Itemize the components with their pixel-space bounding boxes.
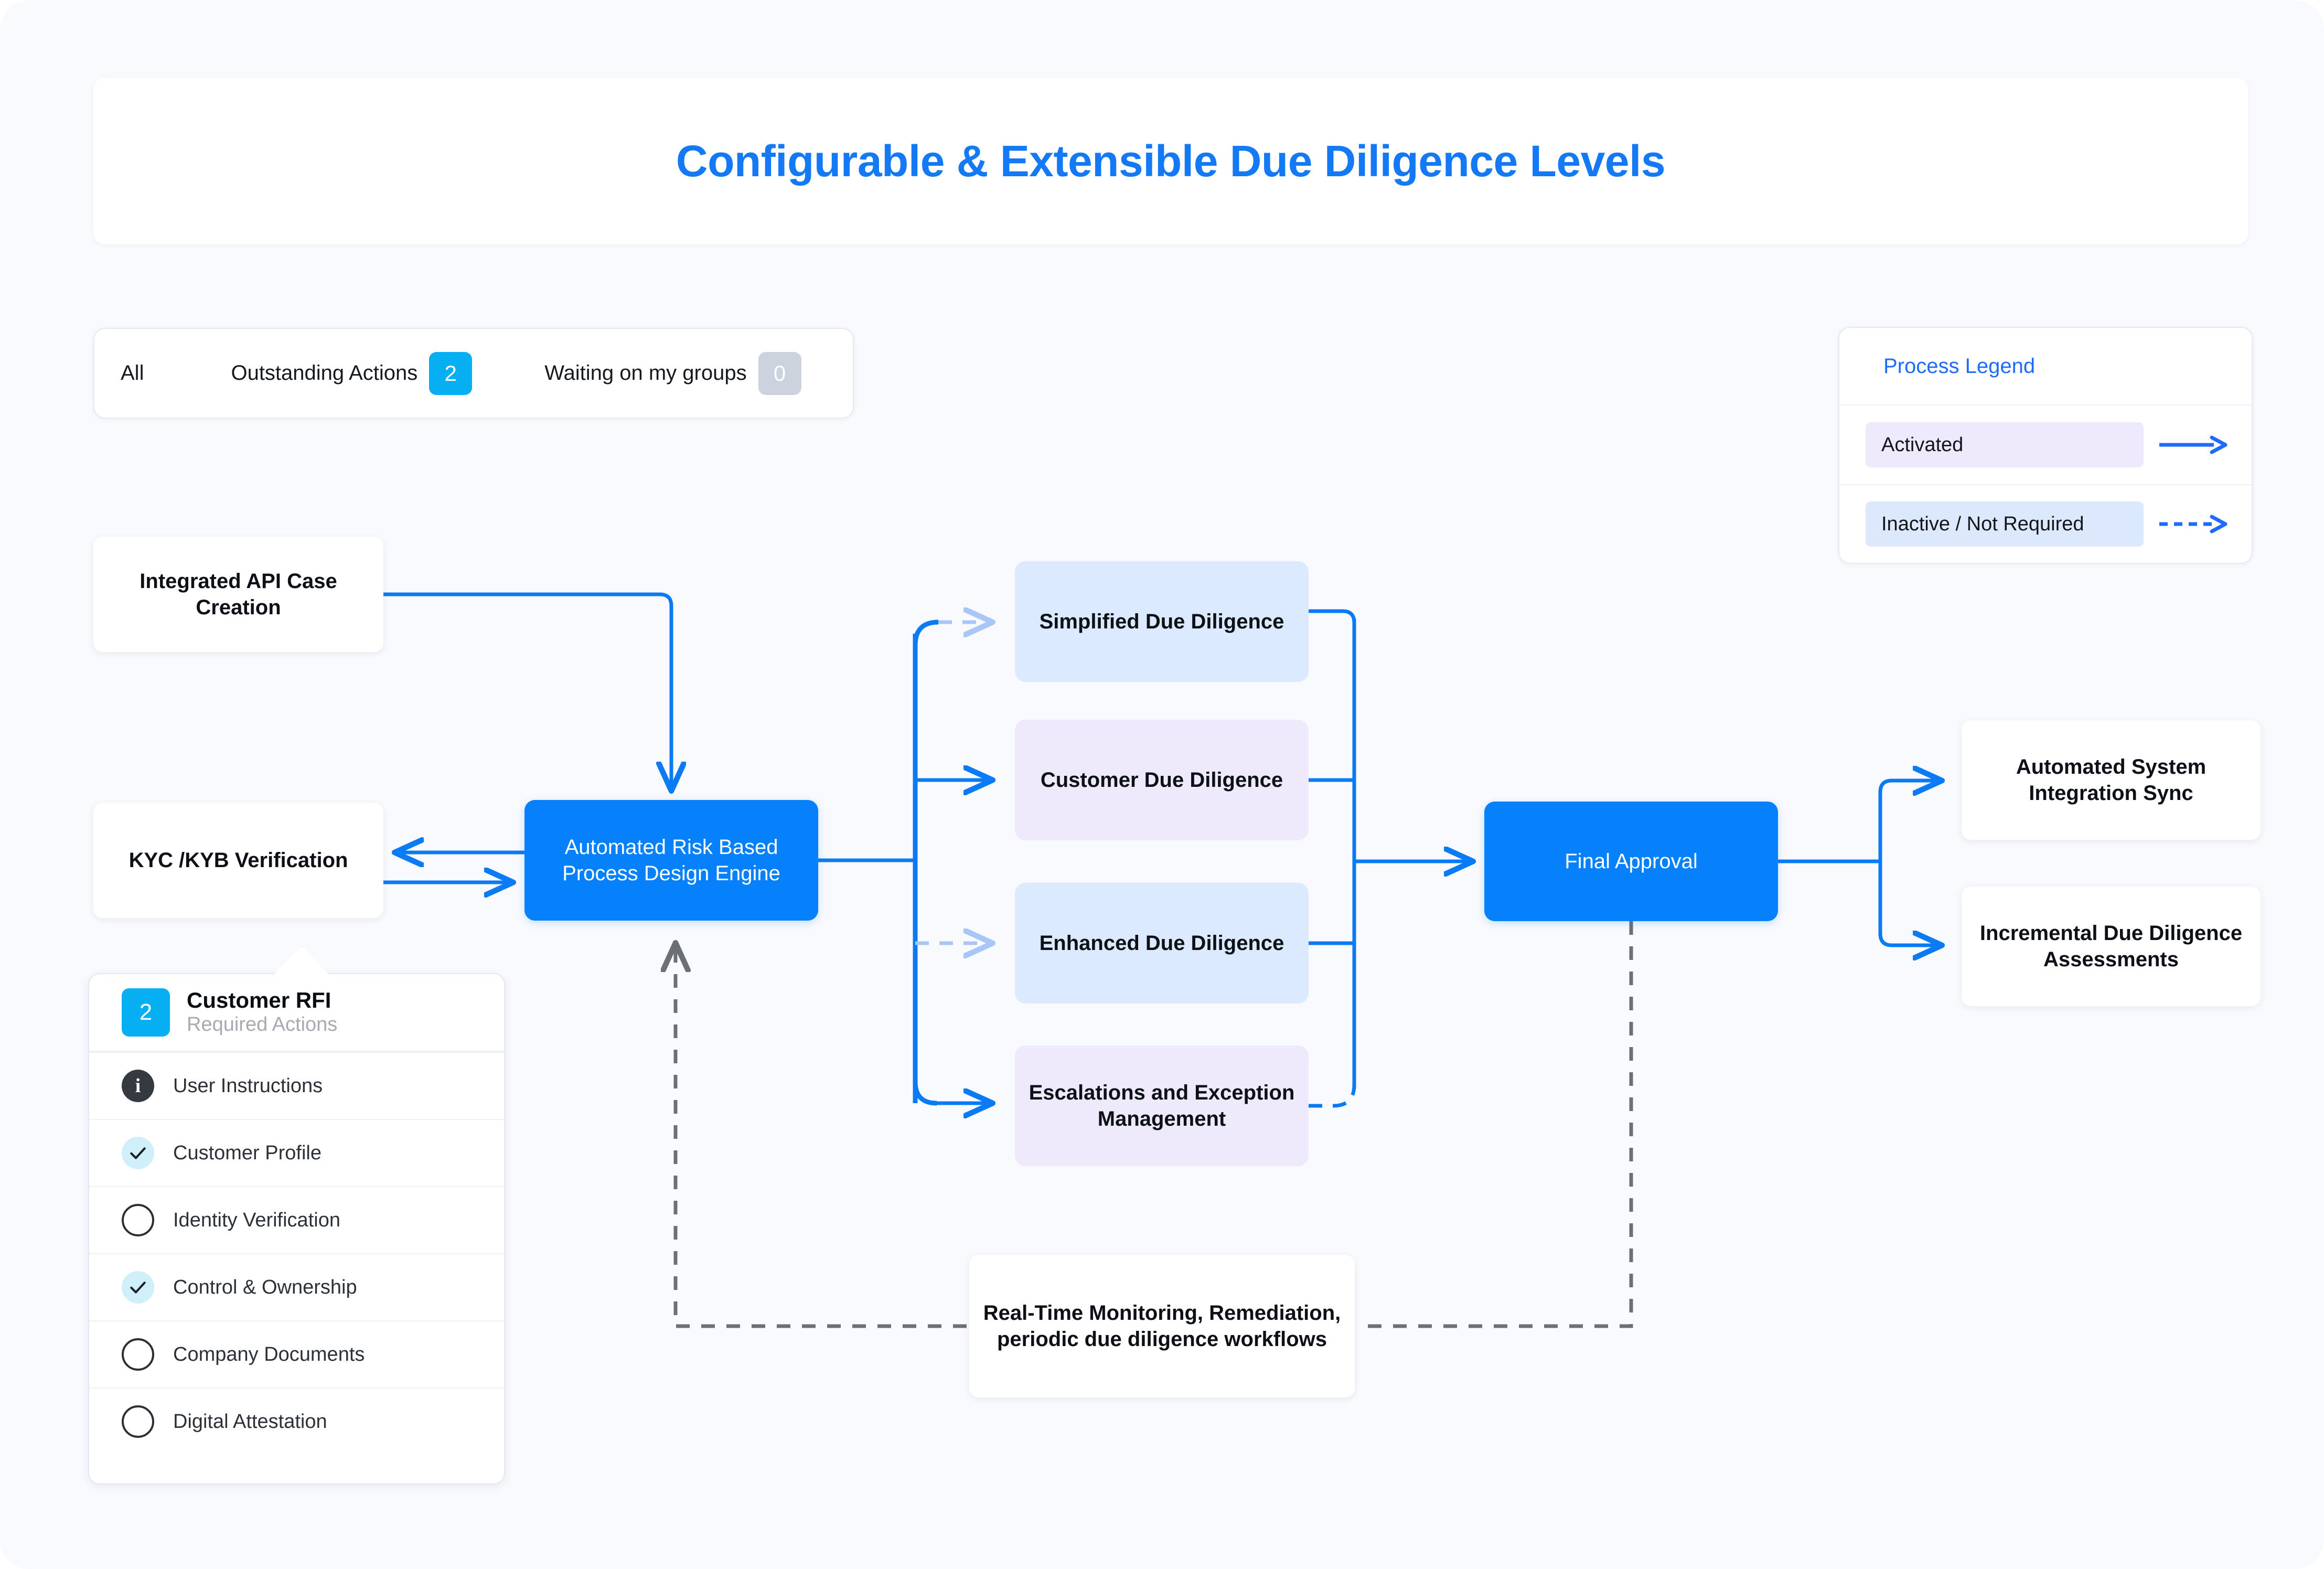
node-integrated-api-case-creation[interactable]: Integrated API Case Creation <box>93 537 383 652</box>
node-final-approval[interactable]: Final Approval <box>1484 802 1778 921</box>
tab-waiting-on-my-groups[interactable]: Waiting on my groups 0 <box>544 351 801 395</box>
rfi-item-label: User Instructions <box>173 1074 323 1097</box>
legend-row-activated: Activated <box>1839 405 2252 484</box>
node-kyc-kyb-verification[interactable]: KYC /KYB Verification <box>93 803 383 918</box>
rfi-title: Customer RFI <box>187 988 331 1013</box>
wire-final-to-monitoring <box>1357 921 1633 1328</box>
solid-arrow-icon <box>2159 435 2227 454</box>
node-automated-risk-based-process-design-engine[interactable]: Automated Risk Based Process Design Engi… <box>524 800 818 921</box>
rfi-panel-pointer <box>273 946 330 976</box>
node-automated-system-integration-sync[interactable]: Automated System Integration Sync <box>1962 720 2261 840</box>
rfi-count-badge: 2 <box>122 988 170 1037</box>
node-enhanced-due-diligence[interactable]: Enhanced Due Diligence <box>1015 883 1309 1004</box>
rfi-header: 2 Customer RFI Required Actions <box>89 974 504 1052</box>
node-simplified-due-diligence[interactable]: Simplified Due Diligence <box>1015 561 1309 682</box>
circle-icon <box>122 1405 154 1438</box>
check-icon <box>122 1271 154 1304</box>
rfi-subtitle: Required Actions <box>187 1013 338 1036</box>
tab-all[interactable]: All <box>121 361 144 385</box>
rfi-item-label: Digital Attestation <box>173 1410 327 1433</box>
rfi-item-label: Identity Verification <box>173 1209 340 1231</box>
wire-simplified-to-collector <box>1309 609 1356 623</box>
wire-escalations-to-collector <box>1309 1084 1356 1108</box>
wire-final-to-integration-sync <box>1878 781 1941 861</box>
rfi-item-label: Customer Profile <box>173 1141 322 1164</box>
legend-chip-activated: Activated <box>1866 422 2144 467</box>
title-banner: Configurable & Extensible Due Diligence … <box>93 78 2248 244</box>
wire-monitoring-to-engine <box>676 944 967 1328</box>
check-icon <box>122 1137 154 1169</box>
tab-outstanding-actions-badge: 2 <box>429 351 473 395</box>
rfi-item-label: Control & Ownership <box>173 1276 357 1298</box>
legend-title: Process Legend <box>1839 328 2252 405</box>
customer-rfi-panel: 2 Customer RFI Required Actions i User I… <box>88 973 505 1485</box>
tab-waiting-badge: 0 <box>758 351 801 395</box>
rfi-item-identity-verification[interactable]: Identity Verification <box>89 1186 504 1253</box>
tab-all-label: All <box>121 361 144 385</box>
rfi-item-digital-attestation[interactable]: Digital Attestation <box>89 1387 504 1455</box>
node-incremental-due-diligence-assessments[interactable]: Incremental Due Diligence Assessments <box>1962 887 2261 1006</box>
wire-final-to-incremental-dd <box>1878 861 1941 945</box>
wire-trunk-top-corner <box>913 620 939 646</box>
rfi-item-control-ownership[interactable]: Control & Ownership <box>89 1253 504 1320</box>
node-customer-due-diligence[interactable]: Customer Due Diligence <box>1015 720 1309 840</box>
rfi-item-customer-profile[interactable]: Customer Profile <box>89 1119 504 1186</box>
tab-waiting-label: Waiting on my groups <box>544 361 747 385</box>
process-legend: Process Legend Activated Inactive / Not … <box>1838 327 2253 564</box>
rfi-item-company-documents[interactable]: Company Documents <box>89 1320 504 1387</box>
tab-outstanding-actions[interactable]: Outstanding Actions 2 <box>231 351 473 395</box>
circle-icon <box>122 1338 154 1371</box>
rfi-item-label: Company Documents <box>173 1343 365 1365</box>
rfi-panel-pointer-fill <box>274 974 329 979</box>
circle-icon <box>122 1204 154 1236</box>
info-icon: i <box>122 1070 154 1102</box>
node-real-time-monitoring[interactable]: Real-Time Monitoring, Remediation, perio… <box>969 1255 1355 1397</box>
wire-api-to-engine <box>383 592 671 789</box>
node-escalations-and-exception-management[interactable]: Escalations and Exception Management <box>1015 1045 1309 1166</box>
filter-tabs-bar: All Outstanding Actions 2 Waiting on my … <box>93 328 854 419</box>
page-title: Configurable & Extensible Due Diligence … <box>676 136 1666 186</box>
wire-trunk-bottom-corner <box>913 1081 937 1106</box>
tab-outstanding-actions-label: Outstanding Actions <box>231 361 418 385</box>
dashed-arrow-icon <box>2159 515 2227 533</box>
rfi-item-user-instructions[interactable]: i User Instructions <box>89 1052 504 1119</box>
legend-row-inactive: Inactive / Not Required <box>1839 484 2252 563</box>
legend-chip-inactive: Inactive / Not Required <box>1866 501 2144 547</box>
